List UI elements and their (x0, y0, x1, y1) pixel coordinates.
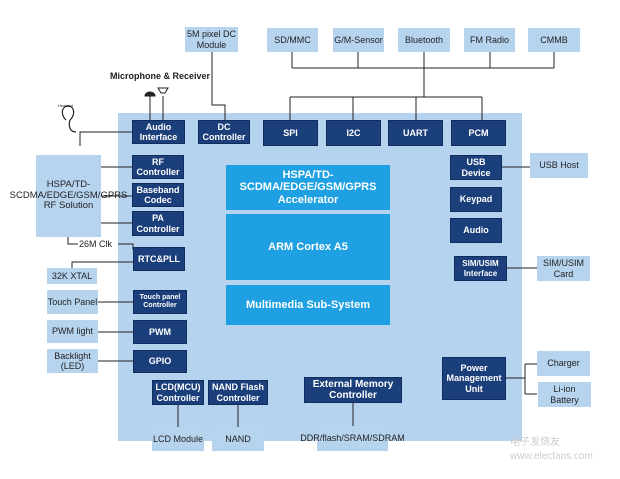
usb-device: USB Device (450, 155, 502, 180)
bluetooth-box: Bluetooth (398, 28, 450, 52)
usb-host-box: USB Host (530, 153, 588, 178)
dc-controller: DC Controller (198, 120, 250, 144)
battery-box: Li-ion Battery (538, 382, 591, 407)
ext-mem-controller: External Memory Controller (304, 377, 402, 403)
audio: Audio (450, 218, 502, 243)
rf-solution-box: HSPA/TD-SCDMA/EDGE/GSM/GPRS RF Solution (10, 155, 127, 237)
xtal-box: 32K XTAL (47, 268, 97, 284)
nand-box: NAND (212, 427, 264, 451)
audio-interface: Audio Interface (132, 120, 185, 144)
pwm: PWM (133, 320, 187, 344)
sd-mmc-box: SD/MMC (267, 28, 318, 52)
pmu: Power Management Unit (442, 357, 506, 400)
pcm: PCM (451, 120, 506, 146)
headset-label: Headset (58, 103, 73, 108)
lcd-module-box: LCD Module (152, 427, 204, 451)
arm-core: ARM Cortex A5 (226, 214, 390, 280)
touch-panel-box: Touch Panel (47, 290, 98, 314)
clk-label: 26M Clk (79, 239, 113, 249)
cmmb-box: CMMB (528, 28, 580, 52)
sim-interface: SIM/USIM Interface (454, 256, 507, 281)
pa-controller: PA Controller (132, 211, 184, 236)
rf-controller: RF Controller (132, 155, 184, 179)
accelerator: HSPA/TD-SCDMA/EDGE/GSM/GPRS Accelerator (226, 165, 390, 210)
pwm-light-box: PWM light (47, 320, 98, 343)
watermark: 电子发烧友 www.elecfans.com (510, 437, 593, 462)
sim-card-box: SIM/USIM Card (537, 256, 590, 281)
keypad: Keypad (450, 187, 502, 212)
i2c: I2C (326, 120, 381, 146)
gm-sensor-box: G/M-Sensor (333, 28, 384, 52)
backlight-box: Backlight (LED) (47, 349, 98, 373)
multimedia: Multimedia Sub-System (226, 285, 390, 325)
lcd-controller: LCD(MCU) Controller (152, 380, 204, 405)
spi: SPI (263, 120, 318, 146)
dc-module-box: 5M pixel DC Module (185, 27, 238, 52)
touch-controller: Touch panel Controller (133, 290, 187, 314)
fm-radio-box: FM Radio (464, 28, 515, 52)
rtc-pll: RTC&PLL (133, 247, 185, 271)
uart: UART (388, 120, 443, 146)
gpio: GPIO (133, 350, 187, 373)
baseband-codec: Baseband Codec (132, 183, 184, 207)
mic-label: Microphone & Receiver (110, 71, 211, 81)
nand-controller: NAND Flash Controller (208, 380, 268, 405)
memory-box: DDR/flash/SRAM/SDRAM (300, 426, 405, 451)
charger-box: Charger (537, 351, 590, 376)
